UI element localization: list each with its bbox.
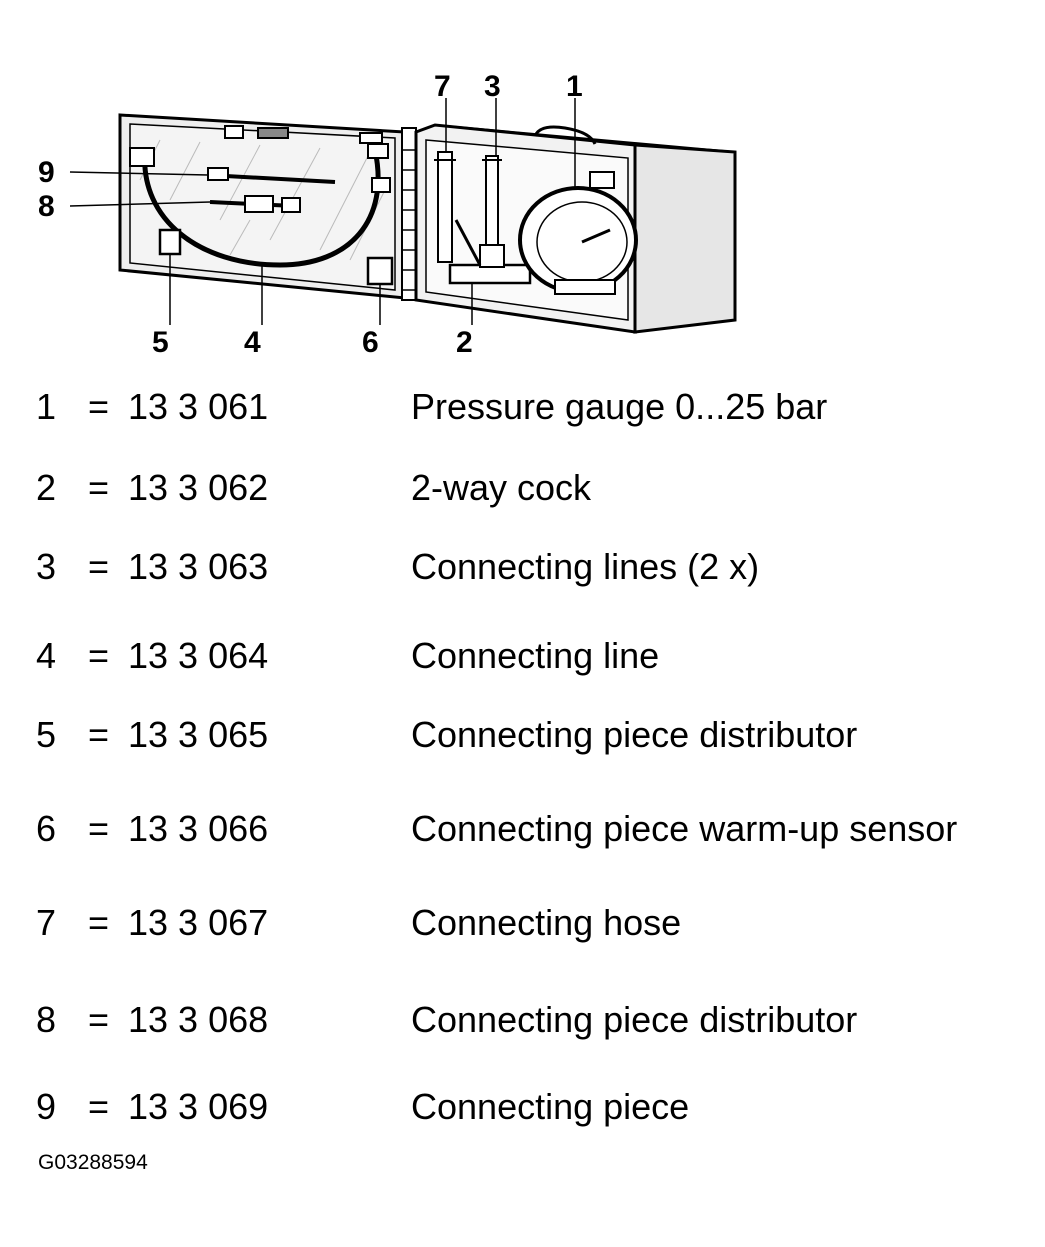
equals-sign: = <box>88 714 110 755</box>
equals-sign: = <box>88 467 110 508</box>
callout-2: 2 <box>456 326 473 359</box>
item-number: 8 <box>36 999 57 1040</box>
part-description: Connecting lines (2 x) <box>411 546 760 587</box>
item-number: 4 <box>36 635 57 676</box>
callout-5: 5 <box>152 326 169 359</box>
item-number: 7 <box>36 902 57 943</box>
part-description: Connecting piece distributor <box>411 999 858 1040</box>
part-number: 13 3 062 <box>128 467 269 508</box>
connecting-piece-9 <box>207 167 336 184</box>
connecting-piece-warmup-sensor-6 <box>366 256 394 286</box>
equals-sign: = <box>88 808 110 849</box>
item-number: 2 <box>36 467 57 508</box>
equals-sign: = <box>88 546 110 587</box>
item-number: 5 <box>36 714 57 755</box>
equals-sign: = <box>88 902 110 943</box>
case-hinge <box>401 127 417 301</box>
part-description: Connecting hose <box>411 902 682 943</box>
connecting-hose-7 <box>434 151 456 263</box>
part-number: 13 3 067 <box>128 902 269 943</box>
connecting-piece-distributor-5 <box>158 228 182 256</box>
tester-case-illustration: 9 8 5 4 6 2 7 3 1 <box>38 70 737 359</box>
item-number: 9 <box>36 1086 57 1127</box>
part-number: 13 3 063 <box>128 546 269 587</box>
connecting-line-hose <box>142 149 381 268</box>
equals-sign: = <box>88 1086 110 1127</box>
callout-6: 6 <box>362 326 379 359</box>
part-description: Connecting piece distributor <box>411 714 858 755</box>
equals-sign: = <box>88 635 110 676</box>
part-number: 13 3 068 <box>128 999 269 1040</box>
part-description: Connecting piece <box>411 1086 690 1127</box>
callout-1: 1 <box>566 70 583 103</box>
connecting-piece-distributor-8 <box>209 195 301 213</box>
callout-4: 4 <box>244 326 261 359</box>
callout-9: 9 <box>38 156 55 189</box>
equals-sign: = <box>88 386 110 427</box>
pressure-gauge-1 <box>518 171 638 295</box>
connecting-lines-3 <box>482 155 502 247</box>
part-number: 13 3 064 <box>128 635 269 676</box>
callout-3: 3 <box>484 70 501 103</box>
part-description: Connecting line <box>411 635 660 676</box>
part-description: Pressure gauge 0...25 bar <box>411 386 828 427</box>
part-description: Connecting piece warm-up sensor <box>411 808 958 849</box>
part-number: 13 3 069 <box>128 1086 269 1127</box>
figure-code: G03288594 <box>38 1151 148 1174</box>
callout-7: 7 <box>434 70 451 103</box>
callout-8: 8 <box>38 190 55 223</box>
part-description: 2-way cock <box>411 467 592 508</box>
part-number: 13 3 066 <box>128 808 269 849</box>
item-number: 3 <box>36 546 57 587</box>
part-number: 13 3 065 <box>128 714 269 755</box>
equals-sign: = <box>88 999 110 1040</box>
item-number: 1 <box>36 386 57 427</box>
two-way-cock-2 <box>448 219 532 285</box>
part-number: 13 3 061 <box>128 386 269 427</box>
item-number: 6 <box>36 808 57 849</box>
